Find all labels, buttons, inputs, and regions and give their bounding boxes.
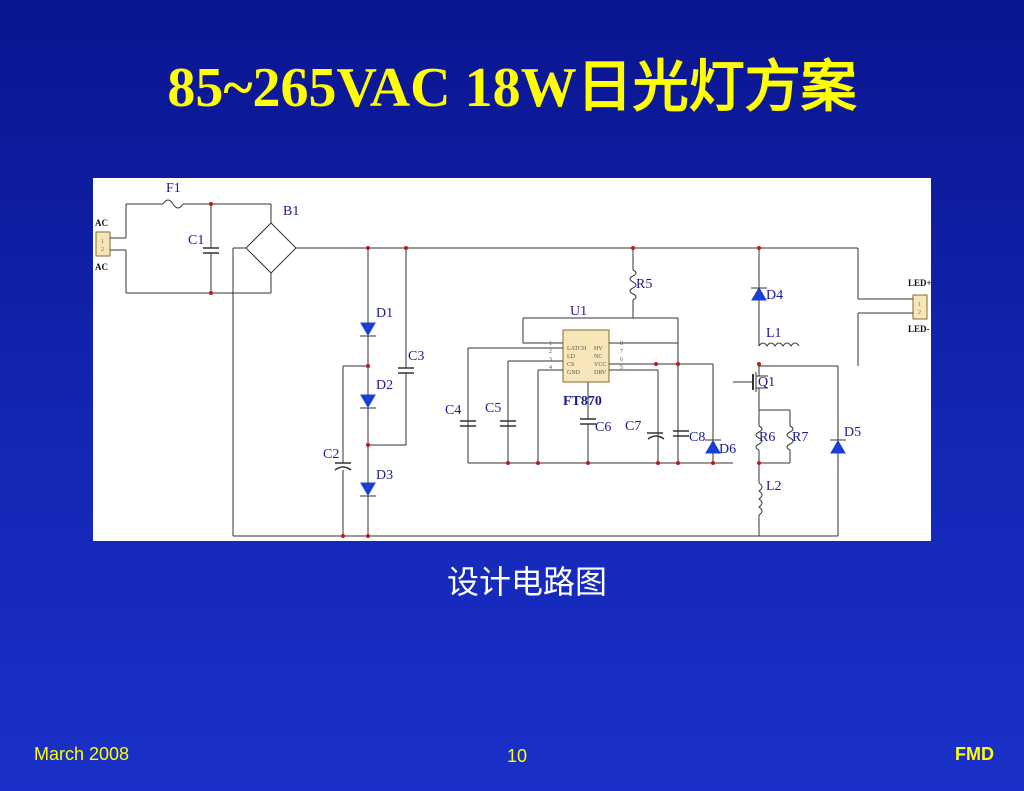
led-connector [912,294,928,320]
label-d3: D3 [376,468,393,483]
label-b1: B1 [283,204,299,219]
footer-date: March 2008 [34,744,130,764]
label-c5: C5 [485,401,501,416]
footer-page-number: 10 [506,746,528,766]
ic-u1-ft870 [562,329,610,383]
ic-pin-label: LATCH [567,346,587,352]
diagram-caption: 设计电路图 [446,563,607,601]
connector-pin: 2 [101,247,104,253]
slide-title: 85~265VAC 18W日光灯方案 [167,57,857,119]
ic-pin-num: 6 [620,357,623,363]
label-r5: R5 [636,277,652,292]
label-ft870: FT870 [563,394,602,409]
ic-pin-num: 4 [549,365,552,371]
ic-pin-label: VCC [594,362,606,368]
ac-connector [95,231,111,257]
connector-pin: 1 [918,302,921,308]
ic-pin-label: DRV [594,370,607,376]
label-u1: U1 [570,304,587,319]
fuse-f1-symbol [162,199,184,209]
label-led-plus: LED+ [908,278,931,288]
footer-brand: FMD [955,744,994,764]
label-d2: D2 [376,378,393,393]
ic-pin-num: 5 [620,365,623,371]
ic-pin-label: HV [594,346,603,352]
schematic-svg: LATCH LD CS GND HV NC VCC DRV 1 2 3 4 8 … [95,181,932,538]
label-d4: D4 [766,288,783,303]
connector-pin: 2 [918,310,921,316]
label-c7: C7 [625,419,641,434]
label-c3: C3 [408,349,424,364]
ic-pin-label: LD [567,354,576,360]
label-d1: D1 [376,306,393,321]
label-r7: R7 [792,430,808,445]
label-c2: C2 [323,447,339,462]
label-c6: C6 [595,420,611,435]
ic-pin-label: GND [567,370,581,376]
ic-pin-num: 1 [549,341,552,347]
ic-pin-label: CS [567,362,574,368]
label-l2: L2 [766,479,782,494]
label-c1: C1 [188,233,204,248]
label-l1: L1 [766,326,782,341]
ic-pin-num: 2 [549,349,552,355]
label-r6: R6 [759,430,775,445]
label-led-minus: LED- [908,324,930,334]
label-q1: Q1 [758,375,775,390]
circuit-schematic: LATCH LD CS GND HV NC VCC DRV 1 2 3 4 8 … [93,178,932,541]
label-f1: F1 [166,181,181,196]
label-d5: D5 [844,425,861,440]
label-d6: D6 [719,442,736,457]
ic-pin-label: NC [594,354,602,360]
label-c4: C4 [445,403,461,418]
ic-pin-num: 7 [620,349,623,355]
bridge-rectifier-b1 [245,222,297,274]
label-c8: C8 [689,430,705,445]
label-ac-bottom: AC [95,262,108,272]
label-ac-top: AC [95,218,108,228]
ic-pin-num: 8 [620,341,623,347]
ic-pin-num: 3 [549,357,552,363]
connector-pin: 1 [101,239,104,245]
